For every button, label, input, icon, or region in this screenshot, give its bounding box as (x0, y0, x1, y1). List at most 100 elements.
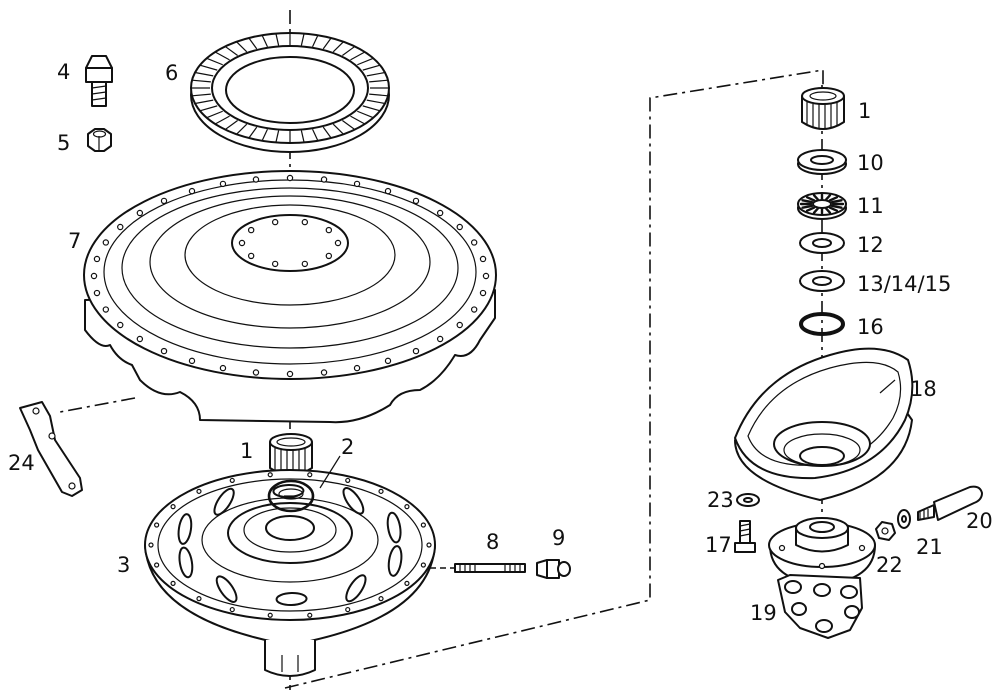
bolt-hole (271, 218, 279, 226)
label-part-8: 8 (486, 530, 499, 554)
label-part-6: 6 (165, 61, 178, 85)
part-13-14-15-shims (799, 270, 845, 292)
gear-tooth (275, 33, 280, 46)
part-11-thrust-bearing (797, 192, 847, 220)
gear-tooth (332, 123, 344, 135)
gear-tooth (199, 105, 218, 112)
gear-tooth (194, 71, 214, 77)
hub-hole (170, 504, 176, 510)
bolt-hole (219, 180, 227, 188)
hub-hole (196, 488, 202, 494)
leader-lines (319, 379, 896, 489)
hub-slot (213, 487, 235, 516)
label-part-3: 3 (117, 553, 130, 577)
gear-tooth (366, 71, 386, 77)
hub-hole (154, 562, 160, 568)
hub-hole (170, 580, 176, 586)
bolt-hole (136, 209, 144, 217)
hub-slot (215, 575, 238, 603)
bolt-hole (301, 218, 309, 226)
part-22-nut (875, 521, 896, 541)
bolt-hole (482, 272, 490, 280)
part-19-swivel-base (768, 517, 876, 639)
part-12-shim (799, 232, 845, 254)
bolt-hole (160, 347, 168, 355)
hub-hole (420, 522, 426, 528)
bolt-hole (219, 364, 227, 372)
hub-hole (154, 522, 160, 528)
gear-tooth (224, 45, 238, 56)
gear-tooth (342, 45, 356, 56)
thrust-roller (801, 204, 814, 209)
gear-tooth (311, 34, 319, 47)
gear-tooth (214, 115, 230, 125)
hub-slot (177, 513, 193, 545)
label-part-18: 18 (910, 377, 937, 401)
label-part-23: 23 (707, 488, 734, 512)
gear-tooth (362, 105, 381, 112)
bolt-hole (320, 369, 328, 376)
part-21-washer (897, 509, 911, 529)
thrust-roller (828, 196, 839, 202)
part-6-gear-ring (190, 32, 390, 153)
part-4-bolt (85, 55, 113, 107)
bolt-hole (320, 176, 328, 183)
bolt-hole (436, 209, 444, 217)
gear-tooth (236, 123, 248, 135)
bolt-hole (353, 364, 361, 372)
label-part-22: 22 (876, 553, 903, 577)
hub-hole (378, 488, 384, 494)
thrust-roller (830, 204, 843, 209)
hub-hole (378, 596, 384, 602)
gear-tooth (350, 51, 366, 61)
hub-hole (404, 504, 410, 510)
thrust-roller (812, 207, 819, 214)
hub-hole (420, 562, 426, 568)
bolt-hole (456, 223, 463, 231)
thrust-roller (801, 199, 814, 204)
thrust-roller (825, 194, 832, 201)
hub-hole (148, 542, 154, 548)
label-part-19: 19 (750, 601, 777, 625)
gear-tooth (366, 99, 386, 105)
hub-slot (178, 546, 194, 579)
hub-hole (345, 606, 351, 613)
hub-hole (196, 596, 202, 602)
bolt-hole (353, 180, 361, 188)
hub-hole (345, 477, 351, 484)
hub-slot (272, 483, 305, 499)
bolt-hole (456, 321, 463, 329)
gear-tooth (322, 126, 332, 139)
gear-tooth (342, 120, 356, 131)
gear-tooth (248, 37, 258, 50)
hub-hole (404, 580, 410, 586)
hub-slot (386, 511, 402, 544)
bolt-hole (286, 174, 294, 182)
part-23-small-washer (736, 493, 760, 507)
gear-tooth (369, 79, 389, 83)
label-part-4: 4 (57, 60, 70, 84)
part-17-screw (734, 520, 756, 553)
gear-tooth (248, 126, 258, 139)
bolt-hole (325, 226, 333, 234)
bolt-hole (117, 321, 124, 329)
hub-slot (387, 545, 403, 577)
part-20-handle (917, 485, 983, 521)
gear-tooth (357, 57, 374, 66)
bolt-hole (301, 260, 309, 268)
label-part-12: 12 (857, 233, 884, 257)
bolt-hole (247, 252, 255, 260)
thrust-roller (830, 199, 843, 204)
thrust-roller (812, 194, 819, 201)
bolt-hole (412, 347, 420, 355)
hub-hole (426, 542, 432, 548)
label-part-10: 10 (857, 151, 884, 175)
gear-tooth (350, 115, 366, 125)
bolt-hole (238, 239, 246, 247)
bolt-hole (136, 335, 144, 343)
gear-tooth (191, 79, 211, 83)
hub-hole (267, 472, 273, 478)
label-part-21: 21 (916, 535, 943, 559)
part-3-hub-disc (144, 469, 436, 677)
